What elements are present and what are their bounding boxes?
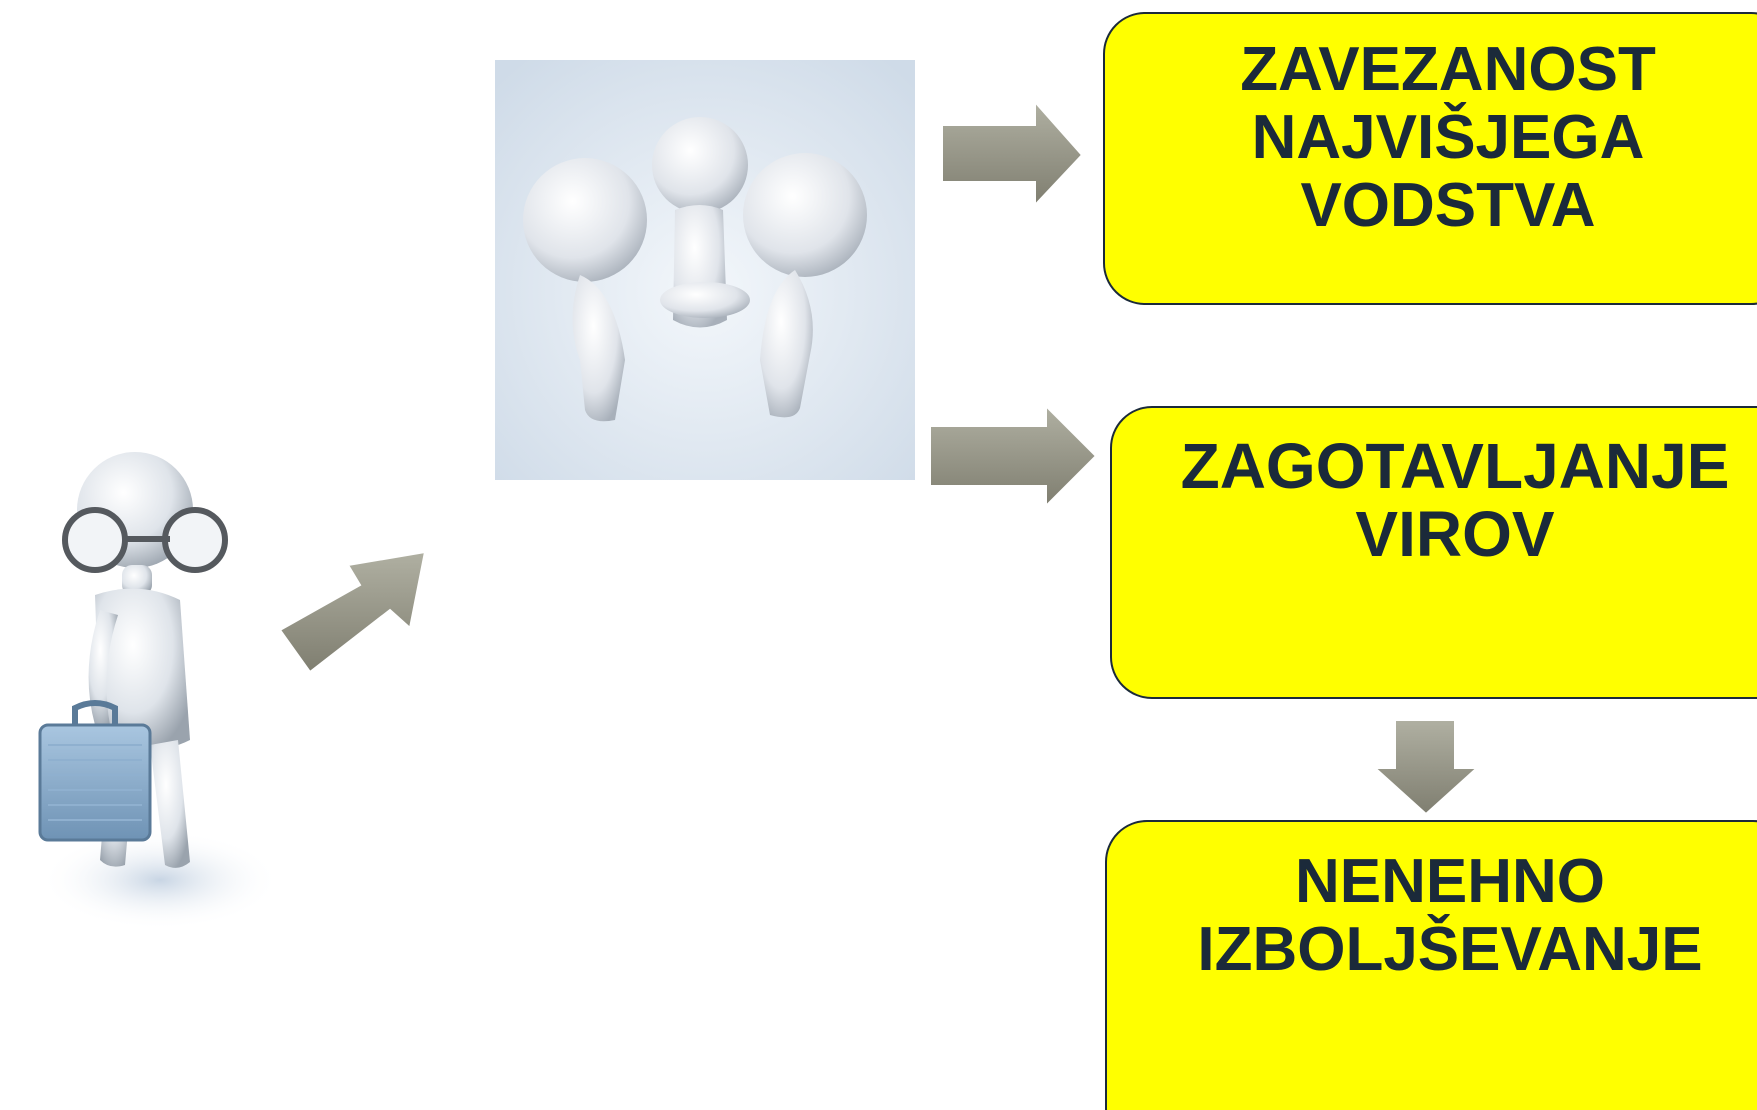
top-management-commitment-box: ZAVEZANOST NAJVIŠJEGA VODSTVA: [1103, 12, 1757, 305]
box-text-line: NAJVIŠJEGA: [1251, 103, 1645, 172]
arrow-icon: [929, 404, 1098, 509]
box-text-line: IZBOLJŠEVANJE: [1197, 915, 1703, 984]
box-text-line: VODSTVA: [1300, 171, 1596, 240]
resource-provision-box: ZAGOTAVLJANJE VIROV: [1110, 406, 1757, 699]
arrow-icon: [1373, 719, 1479, 816]
arrow-icon: [278, 550, 427, 674]
box-text-line: ZAVEZANOST: [1240, 35, 1656, 104]
continuous-improvement-box: NENEHNO IZBOLJŠEVANJE: [1105, 820, 1757, 1110]
person-with-briefcase-icon: [38, 452, 280, 930]
box-text-line: NENEHNO: [1294, 847, 1606, 916]
box-text-line: ZAGOTAVLJANJE: [1180, 430, 1730, 502]
team-of-three-figures-icon: [495, 60, 915, 480]
box-text-line: VIROV: [1355, 498, 1555, 570]
arrow-icon: [941, 100, 1084, 208]
